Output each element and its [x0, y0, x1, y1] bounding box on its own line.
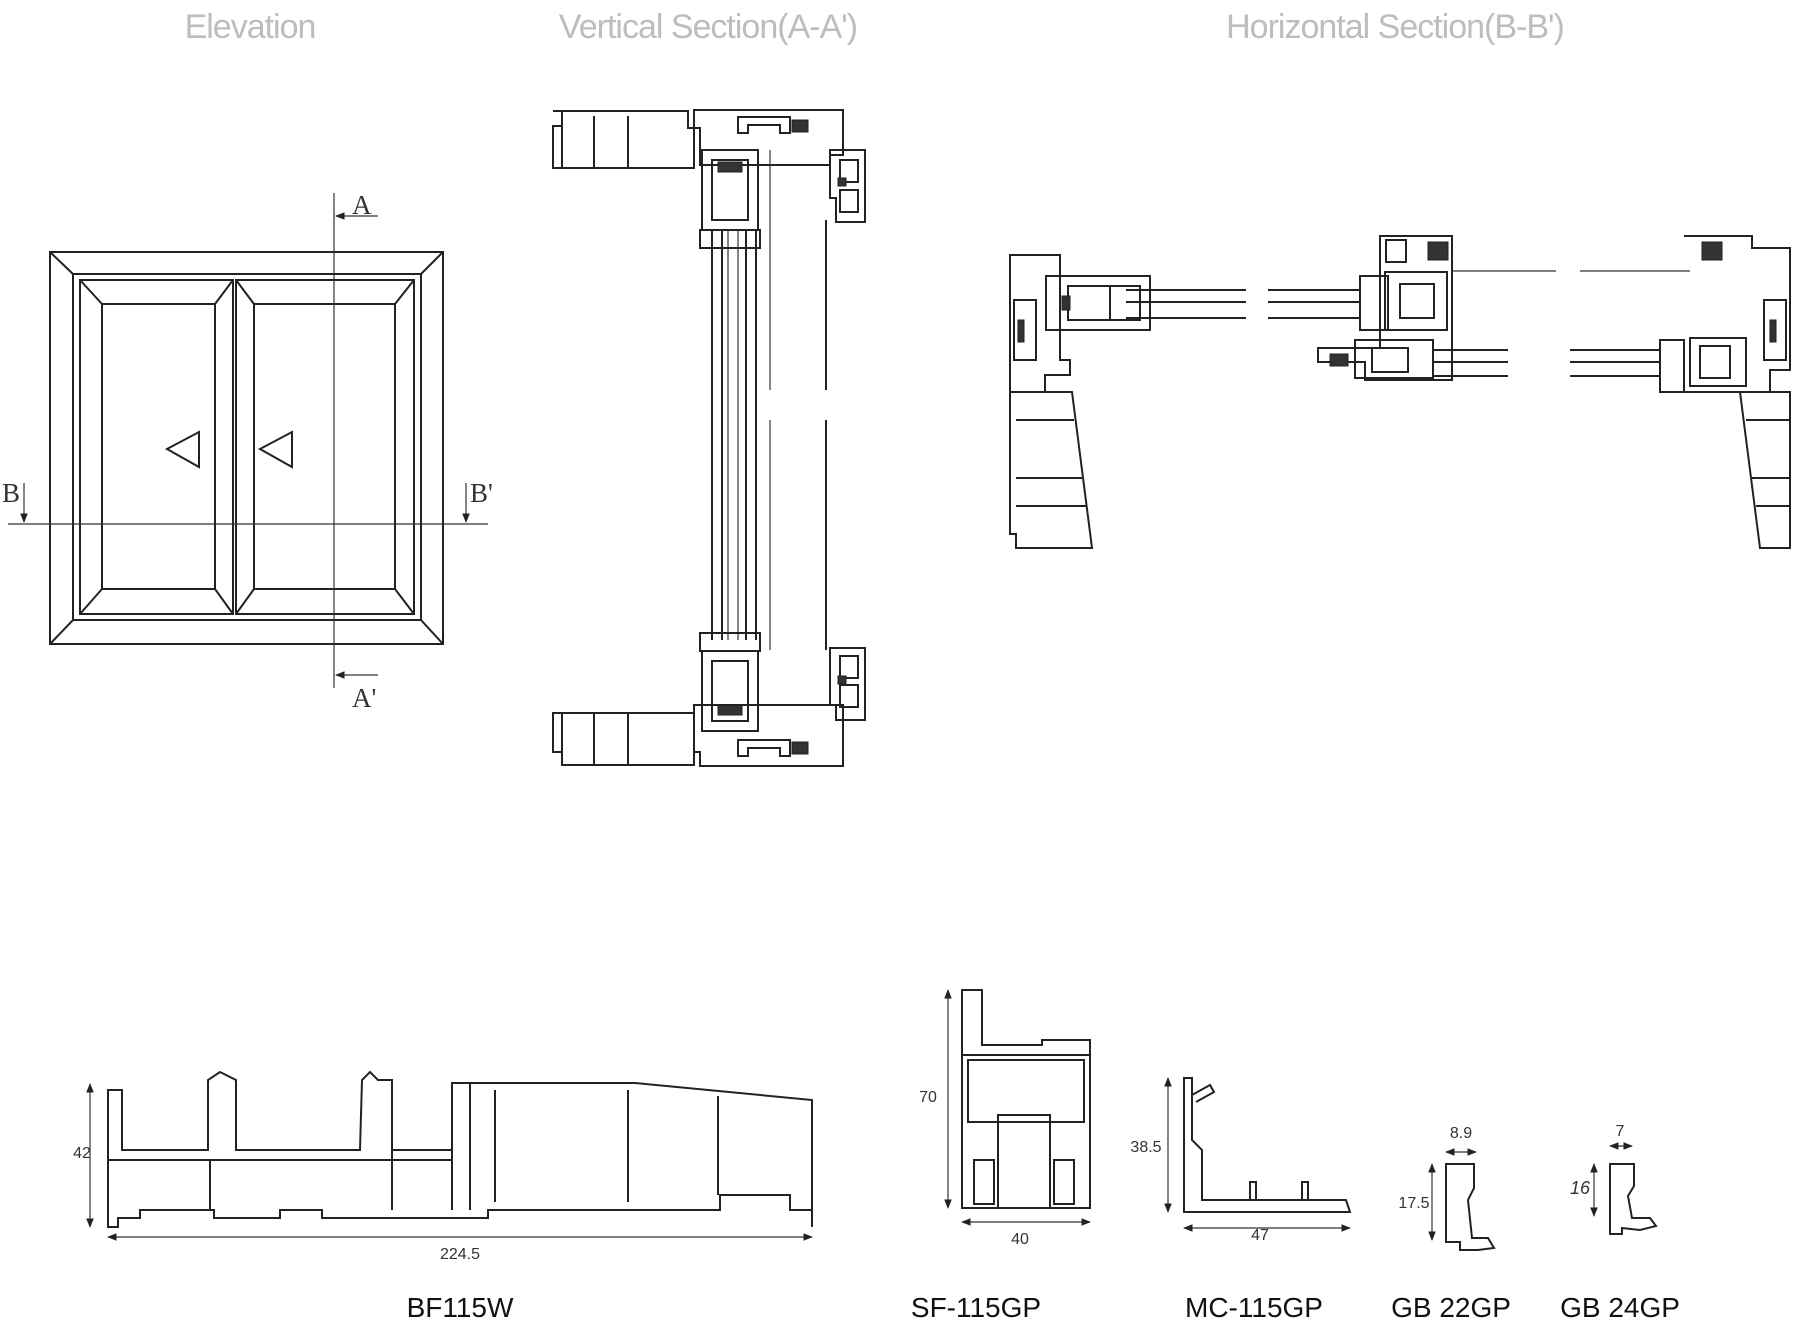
mc115gp-height-dim: 38.5: [1130, 1139, 1161, 1156]
elevation-drawing: A A' B B': [2, 190, 493, 713]
elevation-header: Elevation: [185, 8, 316, 46]
mc115gp-label: MC-115GP: [1185, 1292, 1323, 1323]
outer-frame: [49, 251, 444, 645]
gb22gp-width-dim: 8.9: [1450, 1125, 1472, 1142]
sf115gp-height-dim: 70: [919, 1089, 937, 1106]
mc115gp-width-dim: 47: [1251, 1227, 1269, 1244]
profile-gb24gp: 7 16 GB 24GP: [1560, 1123, 1680, 1323]
sf115gp-width-dim: 40: [1011, 1231, 1029, 1248]
gb22gp-label: GB 22GP: [1391, 1292, 1511, 1323]
horizontal-section-header: Horizontal Section(B-B'): [1226, 8, 1564, 46]
inner-frame: [72, 273, 422, 621]
open-direction-right-icon: [257, 430, 293, 469]
profile-bf115w: 42 224.5 BF115W: [73, 1070, 813, 1323]
section-mark-b-right: B': [470, 478, 493, 508]
profile-gb22gp: 8.9 17.5 GB 22GP: [1391, 1125, 1511, 1323]
section-mark-b-left: B: [2, 478, 20, 508]
gb24gp-height-dim: 16: [1570, 1178, 1591, 1198]
section-mark-a-bottom: A': [352, 683, 376, 713]
vertical-section-drawing: [552, 109, 866, 767]
bf115w-height-dim: 42: [73, 1145, 91, 1162]
left-sash: [79, 279, 234, 615]
open-direction-left-icon: [164, 430, 200, 469]
bf115w-label: BF115W: [407, 1292, 514, 1323]
section-mark-a-top: A: [352, 190, 372, 220]
profile-mc115gp: 38.5 47 MC-115GP: [1130, 1077, 1352, 1323]
sf115gp-label: SF-115GP: [911, 1292, 1041, 1323]
vertical-section-header: Vertical Section(A-A'): [559, 8, 857, 46]
right-sash: [235, 279, 415, 615]
gb22gp-height-dim: 17.5: [1398, 1195, 1429, 1212]
horizontal-section-drawing: [1009, 235, 1791, 549]
gb24gp-width-dim: 7: [1616, 1123, 1625, 1140]
bf115w-width-dim: 224.5: [440, 1246, 480, 1263]
gb24gp-label: GB 24GP: [1560, 1292, 1680, 1323]
profile-sf115gp: 70 40 SF-115GP: [911, 989, 1091, 1323]
